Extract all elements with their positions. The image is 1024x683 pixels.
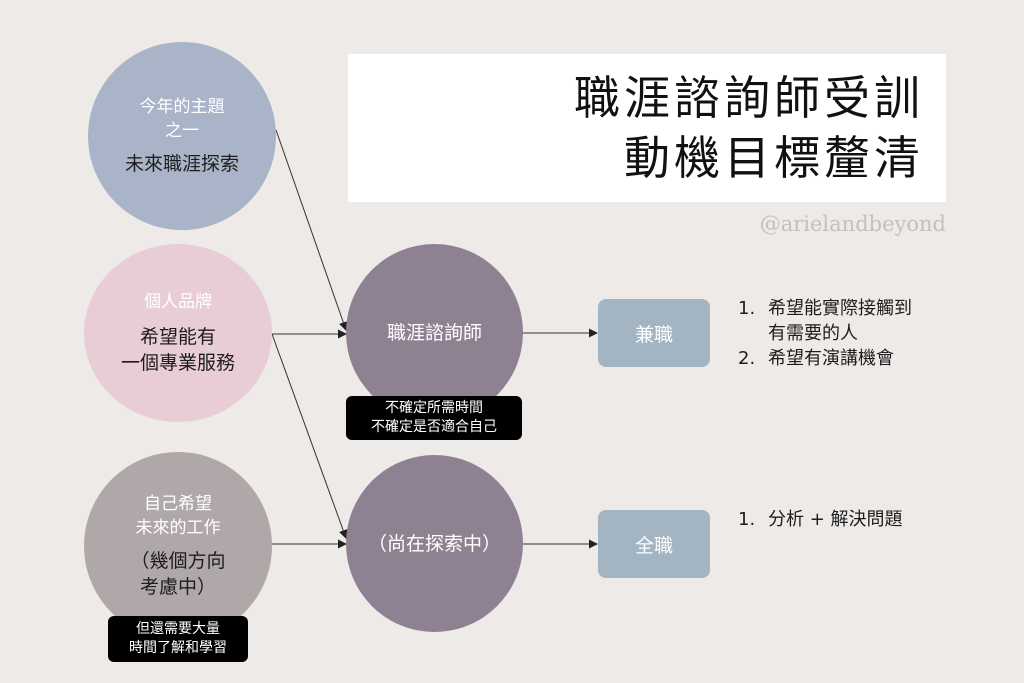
list-item: 1. 希望能實際接觸到 有需要的人 — [738, 296, 912, 346]
node-theme: 今年的主題 之一 未來職涯探索 — [88, 42, 276, 230]
arrow-theme-to-counselor — [275, 129, 348, 331]
full-time-goals-list: 1. 分析 + 解決問題 — [738, 507, 903, 532]
node-future-top2: 未來的工作 — [135, 518, 221, 538]
node-brand-main: 希望能有 — [139, 326, 216, 348]
node-future-work: 自己希望 未來的工作 （幾個方向 考慮中） — [84, 452, 272, 640]
list-item: 1. 分析 + 解決問題 — [738, 507, 903, 532]
node-still-exploring: （尚在探索中） — [346, 455, 523, 632]
author-handle: @arielandbeyond — [759, 212, 946, 236]
note-needs-time: 但還需要大量 時間了解和學習 — [108, 616, 248, 662]
arrow-brand-to-exploring — [271, 333, 348, 539]
part-time-goals-list: 1. 希望能實際接觸到 有需要的人 2. 希望有演講機會 — [738, 296, 912, 371]
node-future-top: 自己希望 — [144, 494, 212, 514]
list-item-number: 2. — [738, 348, 756, 369]
list-item-text-2: 有需要的人 — [768, 323, 858, 344]
node-theme-top2: 之一 — [165, 121, 199, 141]
box-part-time-label: 兼職 — [634, 323, 673, 346]
title-line-2: 動機目標釐清 — [624, 131, 924, 185]
list-item-text: 希望能實際接觸到 — [768, 298, 912, 319]
note-uncertain: 不確定所需時間 不確定是否適合自己 — [346, 396, 522, 440]
note-uncertain-line1: 不確定所需時間 — [385, 400, 483, 416]
node-theme-main: 未來職涯探索 — [124, 153, 239, 175]
node-theme-top: 今年的主題 — [139, 97, 225, 117]
node-future-main: （幾個方向 — [130, 550, 226, 572]
list-item-number: 1. — [738, 298, 756, 319]
list-item: 2. 希望有演講機會 — [738, 346, 912, 371]
node-counselor-label: 職涯諮詢師 — [386, 321, 482, 344]
node-exploring-label: （尚在探索中） — [367, 532, 501, 555]
list-item-number: 1. — [738, 509, 756, 530]
note-uncertain-line2: 不確定是否適合自己 — [371, 419, 497, 435]
box-full-time: 全職 — [598, 510, 710, 578]
note-needs-time-line1: 但還需要大量 — [136, 621, 220, 637]
node-career-counselor: 職涯諮詢師 — [346, 244, 523, 421]
title-line-1: 職涯諮詢師受訓 — [574, 71, 924, 125]
note-needs-time-line2: 時間了解和學習 — [129, 640, 227, 656]
list-item-text: 分析 + 解決問題 — [768, 509, 903, 530]
box-full-time-label: 全職 — [634, 534, 673, 557]
list-item-text: 希望有演講機會 — [768, 348, 894, 369]
title-box: 職涯諮詢師受訓 動機目標釐清 — [348, 54, 946, 202]
node-personal-brand: 個人品牌 希望能有 一個專業服務 — [84, 244, 272, 422]
node-brand-top: 個人品牌 — [144, 292, 212, 312]
node-brand-main2: 一個專業服務 — [120, 352, 235, 374]
box-part-time: 兼職 — [598, 299, 710, 367]
node-future-main2: 考慮中） — [139, 576, 216, 598]
